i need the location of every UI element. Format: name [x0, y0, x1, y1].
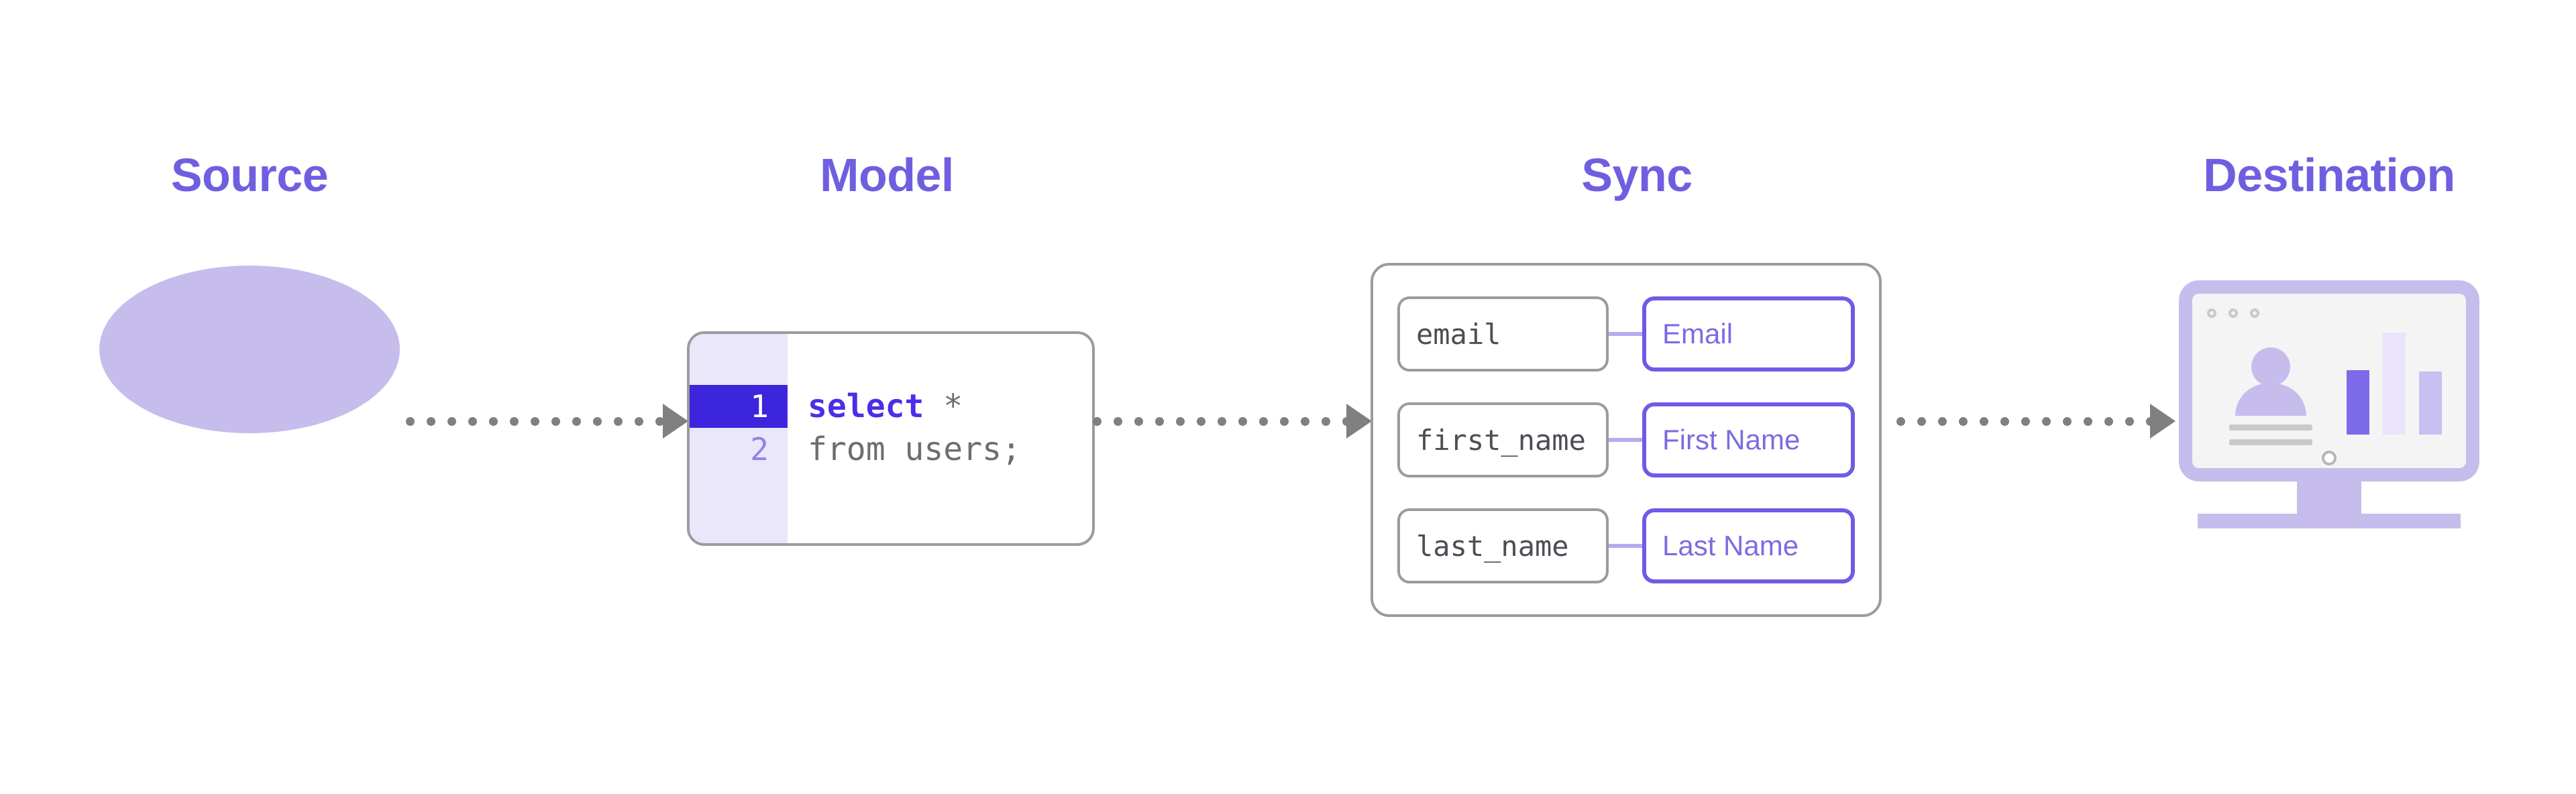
gutter-line-number-1: 1: [690, 385, 788, 428]
destination-field-email[interactable]: Email: [1642, 296, 1855, 372]
monitor-dashboard-icon: [2179, 280, 2479, 557]
sql-line-2-rest: from users;: [808, 431, 1021, 468]
sql-line-1-rest: *: [924, 388, 963, 425]
sync-mapping-panel: email Email first_name First Name last_n…: [1371, 263, 1882, 617]
destination-field-last-name[interactable]: Last Name: [1642, 508, 1855, 583]
connector-source-to-model: [400, 404, 688, 439]
source-field-last-name[interactable]: last_name: [1397, 508, 1609, 583]
avatar-body: [2235, 384, 2306, 416]
database-cylinder-icon: [99, 266, 400, 574]
mapping-link-line: [1609, 438, 1642, 442]
avatar-head: [2251, 347, 2290, 386]
sql-keyword-select: select: [808, 388, 924, 425]
monitor-screen: [2192, 294, 2466, 468]
connector-sync-to-destination: [1890, 404, 2176, 439]
connector-dots: [1087, 416, 1348, 426]
stage-heading-destination: Destination: [2203, 149, 2455, 201]
code-line-1: select *: [788, 385, 1092, 428]
code-line-2: from users;: [788, 428, 1092, 471]
monitor-indicator-icon: [2322, 451, 2337, 465]
stage-heading-sync: Sync: [1581, 149, 1693, 201]
sync-mapping-row: first_name First Name: [1397, 402, 1855, 477]
model-code-editor[interactable]: 1 2 select * from users;: [687, 331, 1095, 546]
arrowhead-icon: [663, 404, 688, 439]
mapping-link-line: [1609, 332, 1642, 336]
code-gutter: 1 2: [690, 334, 788, 543]
traffic-dot-2-icon: [2229, 308, 2238, 318]
database-disc-top: [99, 266, 400, 433]
window-traffic-light-dots: [2207, 308, 2259, 318]
source-field-email[interactable]: email: [1397, 296, 1609, 372]
placeholder-text-line-2: [2229, 439, 2312, 445]
user-avatar-icon: [2227, 347, 2314, 445]
traffic-dot-1-icon: [2207, 308, 2216, 318]
traffic-dot-3-icon: [2250, 308, 2259, 318]
bar-chart-bar-1: [2347, 370, 2369, 435]
sync-mapping-row: email Email: [1397, 296, 1855, 372]
stage-heading-source: Source: [170, 149, 329, 201]
monitor-stand-base: [2198, 514, 2461, 528]
sync-mapping-row: last_name Last Name: [1397, 508, 1855, 583]
stage-heading-model: Model: [820, 149, 954, 201]
destination-field-first-name[interactable]: First Name: [1642, 402, 1855, 477]
arrowhead-icon: [2150, 404, 2176, 439]
connector-dots: [1890, 416, 2151, 426]
connector-dots: [400, 416, 664, 426]
mapping-link-line: [1609, 544, 1642, 548]
arrowhead-icon: [1346, 404, 1372, 439]
connector-model-to-sync: [1087, 404, 1372, 439]
source-field-first-name[interactable]: first_name: [1397, 402, 1609, 477]
code-text-area[interactable]: select * from users;: [788, 334, 1092, 543]
placeholder-text-line-1: [2229, 424, 2312, 431]
code-editor-inner: 1 2 select * from users;: [690, 334, 1092, 543]
bar-chart-bar-2: [2383, 333, 2406, 435]
bar-chart-bar-3: [2419, 372, 2442, 435]
bar-chart-icon: [2347, 327, 2442, 435]
gutter-line-number-2: 2: [750, 431, 769, 467]
